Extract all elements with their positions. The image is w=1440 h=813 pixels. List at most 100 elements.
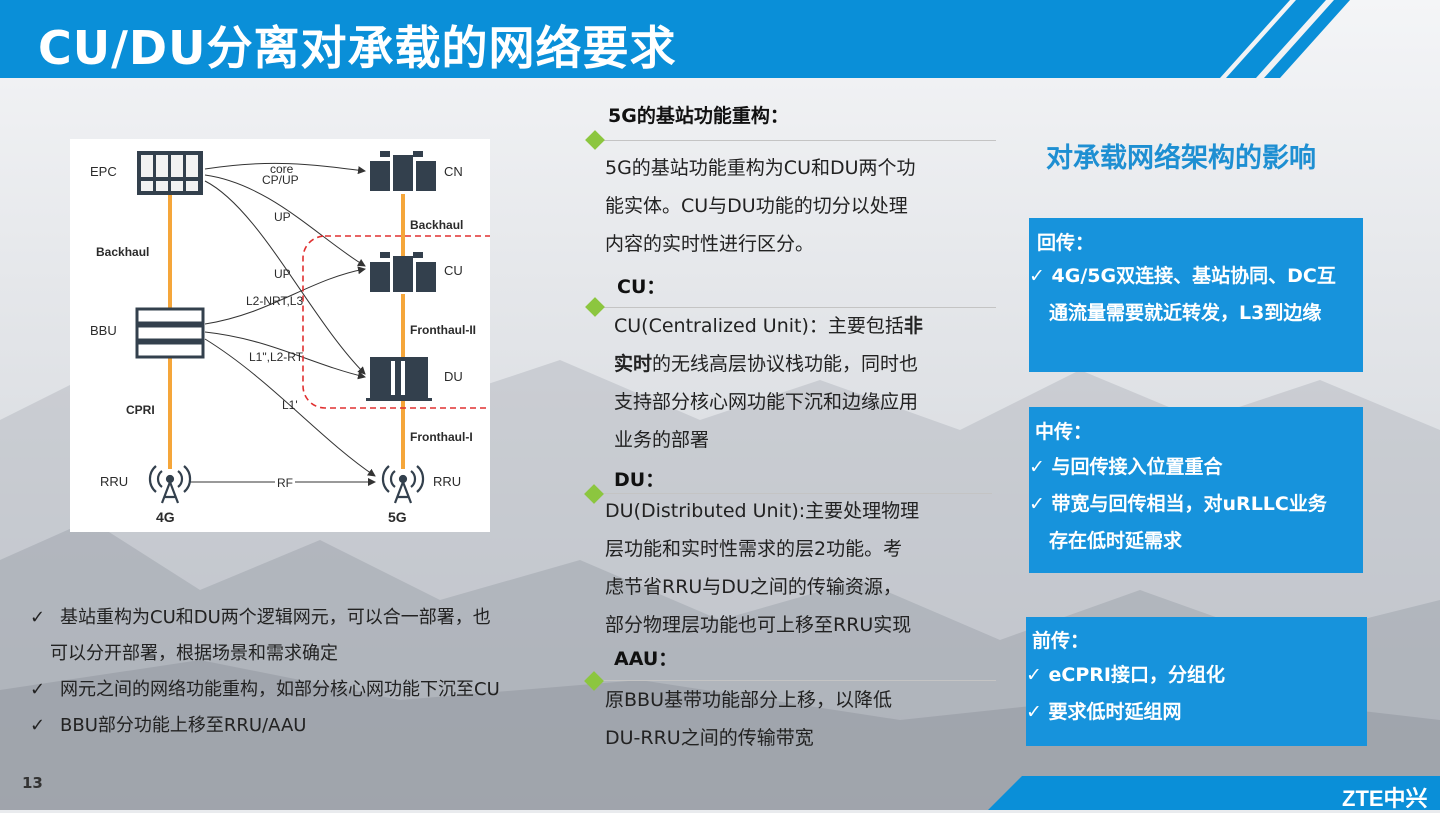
list-item-text: 可以分开部署，根据场景和需求确定 bbox=[50, 643, 338, 664]
label-epc: EPC bbox=[90, 164, 117, 179]
label-cu: CU bbox=[444, 263, 463, 278]
text-line: ✓ 带宽与回传相当，对uRLLC业务 bbox=[1029, 493, 1327, 515]
text-line: ✓ 4G/5G双连接、基站协同、DC互 bbox=[1029, 265, 1336, 287]
section-du-body: DU(Distributed Unit):主要处理物理 层功能和实时性需求的层2… bbox=[605, 492, 919, 644]
label-l1-l2-rt: L1",L2-RT bbox=[249, 350, 304, 364]
arrow-l1 bbox=[204, 338, 376, 477]
arrow-core bbox=[204, 162, 366, 175]
cu-server-icon bbox=[370, 252, 436, 292]
label-bbu: BBU bbox=[90, 323, 117, 338]
section-du-title: DU： bbox=[614, 469, 665, 491]
summary-bullet-list: ✓ 基站重构为CU和DU两个逻辑网元，可以合一部署，也 可以分开部署，根据场景和需… bbox=[30, 600, 500, 744]
midhaul-box-body: ✓ 与回传接入位置重合 ✓ 带宽与回传相当，对uRLLC业务 存在低时延需求 bbox=[1029, 449, 1327, 560]
divider bbox=[596, 307, 996, 308]
text-line: 能实体。CU与DU功能的切分以处理 bbox=[605, 195, 908, 217]
label-backhaul-left: Backhaul bbox=[96, 245, 150, 259]
section-restructure-title: 5G的基站功能重构： bbox=[608, 105, 789, 127]
zte-logo: ZTE中兴 bbox=[1342, 786, 1428, 811]
label-cp-up: CP/UP bbox=[262, 173, 299, 187]
list-item: ✓ 网元之间的网络功能重构，如部分核心网功能下沉至CU bbox=[30, 672, 500, 708]
page-number: 13 bbox=[22, 774, 43, 792]
text-line: 内容的实时性进行区分。 bbox=[605, 233, 815, 255]
text-line: 通流量需要就近转发，L3到边缘 bbox=[1049, 302, 1322, 324]
section-aau-title: AAU： bbox=[614, 648, 678, 670]
impact-title: 对承载网络架构的影响 bbox=[1046, 143, 1316, 174]
list-item: ✓ 基站重构为CU和DU两个逻辑网元，可以合一部署，也 bbox=[30, 600, 500, 636]
slide-title: CU/DU分离对承载的网络要求 bbox=[38, 21, 677, 75]
label-rru-right: RRU bbox=[433, 474, 462, 489]
text-line: 虑节省RRU与DU之间的传输资源， bbox=[605, 576, 902, 598]
arrow-l2nrt bbox=[204, 266, 366, 325]
text-line: DU(Distributed Unit):主要处理物理 bbox=[605, 500, 920, 522]
label-core: core bbox=[270, 162, 294, 176]
rru-5g-antenna-icon bbox=[381, 465, 425, 504]
network-diagram: EPC CN core CP/UP Backhaul Backhaul UP U… bbox=[70, 139, 490, 532]
rru-4g-antenna-icon bbox=[148, 465, 192, 504]
backhaul-box-body: ✓ 4G/5G双连接、基站协同、DC互 通流量需要就近转发，L3到边缘 bbox=[1029, 258, 1336, 332]
cu-du-dashed-box bbox=[302, 235, 490, 409]
text-line: ✓ 与回传接入位置重合 bbox=[1029, 456, 1223, 478]
header-bar bbox=[0, 0, 1350, 78]
divider bbox=[596, 493, 992, 494]
text-line: 业务的部署 bbox=[614, 429, 710, 451]
label-du: DU bbox=[444, 369, 463, 384]
list-item-text: BBU部分功能上移至RRU/AAU bbox=[60, 715, 307, 736]
backhaul-box-title: 回传： bbox=[1037, 232, 1095, 254]
backhaul-box: 回传： ✓ 4G/5G双连接、基站协同、DC互 通流量需要就近转发，L3到边缘 bbox=[1029, 218, 1363, 372]
fronthaul-box-title: 前传： bbox=[1032, 630, 1090, 652]
list-item: 可以分开部署，根据场景和需求确定 bbox=[30, 636, 500, 672]
divider bbox=[596, 680, 996, 681]
bbu-equipment-icon bbox=[135, 307, 205, 359]
label-up-2: UP bbox=[274, 267, 291, 281]
list-item-text: 基站重构为CU和DU两个逻辑网元，可以合一部署，也 bbox=[60, 607, 491, 628]
text-line: 原BBU基带功能部分上移，以降低 bbox=[605, 689, 892, 711]
text-line: 支持部分核心网功能下沉和边缘应用 bbox=[614, 391, 919, 413]
arrow-l1l2rt bbox=[204, 331, 366, 380]
midhaul-box-title: 中传： bbox=[1035, 421, 1093, 443]
label-5g: 5G bbox=[388, 509, 407, 525]
text-span: 的无线高层协议栈功能，同时也 bbox=[652, 353, 919, 375]
label-cn: CN bbox=[444, 164, 463, 179]
text-line: 5G的基站功能重构为CU和DU两个功 bbox=[605, 157, 916, 179]
text-line: 层功能和实时性需求的层2功能。考 bbox=[605, 538, 903, 560]
label-l2-nrt-l3: L2-NRT,L3 bbox=[246, 294, 304, 308]
footer-bar bbox=[988, 776, 1440, 810]
label-cpri: CPRI bbox=[126, 403, 155, 417]
label-4g: 4G bbox=[156, 509, 175, 525]
text-line: DU-RRU之间的传输带宽 bbox=[605, 727, 814, 749]
epc-server-icon bbox=[137, 151, 203, 195]
text-span: CU(Centralized Unit)：主要包括 bbox=[614, 315, 904, 337]
text-bold: 实时 bbox=[614, 353, 653, 375]
fronthaul-box: 前传： ✓ eCPRI接口，分组化 ✓ 要求低时延组网 bbox=[1026, 617, 1367, 746]
text-line: CU(Centralized Unit)：主要包括非 bbox=[614, 307, 923, 345]
label-backhaul-right: Backhaul bbox=[410, 218, 464, 232]
du-equipment-icon bbox=[366, 357, 432, 401]
divider bbox=[596, 140, 996, 141]
label-rru-left: RRU bbox=[100, 474, 129, 489]
label-rf: RF bbox=[275, 476, 295, 490]
list-item: ✓ BBU部分功能上移至RRU/AAU bbox=[30, 708, 500, 744]
diagram-canvas bbox=[135, 151, 490, 504]
check-icon: ✓ bbox=[30, 679, 46, 700]
text-line: ✓ eCPRI接口，分组化 bbox=[1026, 664, 1225, 686]
text-line: ✓ 要求低时延组网 bbox=[1026, 701, 1182, 723]
section-cu-title: CU： bbox=[617, 276, 666, 298]
arrow-up-du bbox=[204, 180, 366, 375]
section-aau-body: 原BBU基带功能部分上移，以降低 DU-RRU之间的传输带宽 bbox=[605, 681, 892, 757]
check-icon: ✓ bbox=[30, 715, 46, 736]
label-fronthaul-1: Fronthaul-I bbox=[410, 430, 473, 444]
cn-server-icon bbox=[370, 151, 436, 191]
text-line: 存在低时延需求 bbox=[1049, 530, 1183, 552]
check-icon: ✓ bbox=[30, 607, 46, 628]
midhaul-box: 中传： ✓ 与回传接入位置重合 ✓ 带宽与回传相当，对uRLLC业务 存在低时延… bbox=[1029, 407, 1363, 573]
list-item-text: 网元之间的网络功能重构，如部分核心网功能下沉至CU bbox=[60, 679, 500, 700]
fronthaul-box-body: ✓ eCPRI接口，分组化 ✓ 要求低时延组网 bbox=[1026, 657, 1225, 731]
section-cu-body: CU(Centralized Unit)：主要包括非 实时的无线高层协议栈功能，… bbox=[614, 307, 923, 459]
label-l1: L1' bbox=[282, 398, 298, 412]
section-restructure-body: 5G的基站功能重构为CU和DU两个功 能实体。CU与DU功能的切分以处理 内容的… bbox=[605, 149, 916, 263]
text-bold: 非 bbox=[903, 315, 923, 337]
label-up-1: UP bbox=[274, 210, 291, 224]
text-line: 部分物理层功能也可上移至RRU实现 bbox=[605, 614, 912, 636]
arrow-cpup bbox=[204, 174, 366, 267]
label-fronthaul-2: Fronthaul-II bbox=[410, 323, 476, 337]
